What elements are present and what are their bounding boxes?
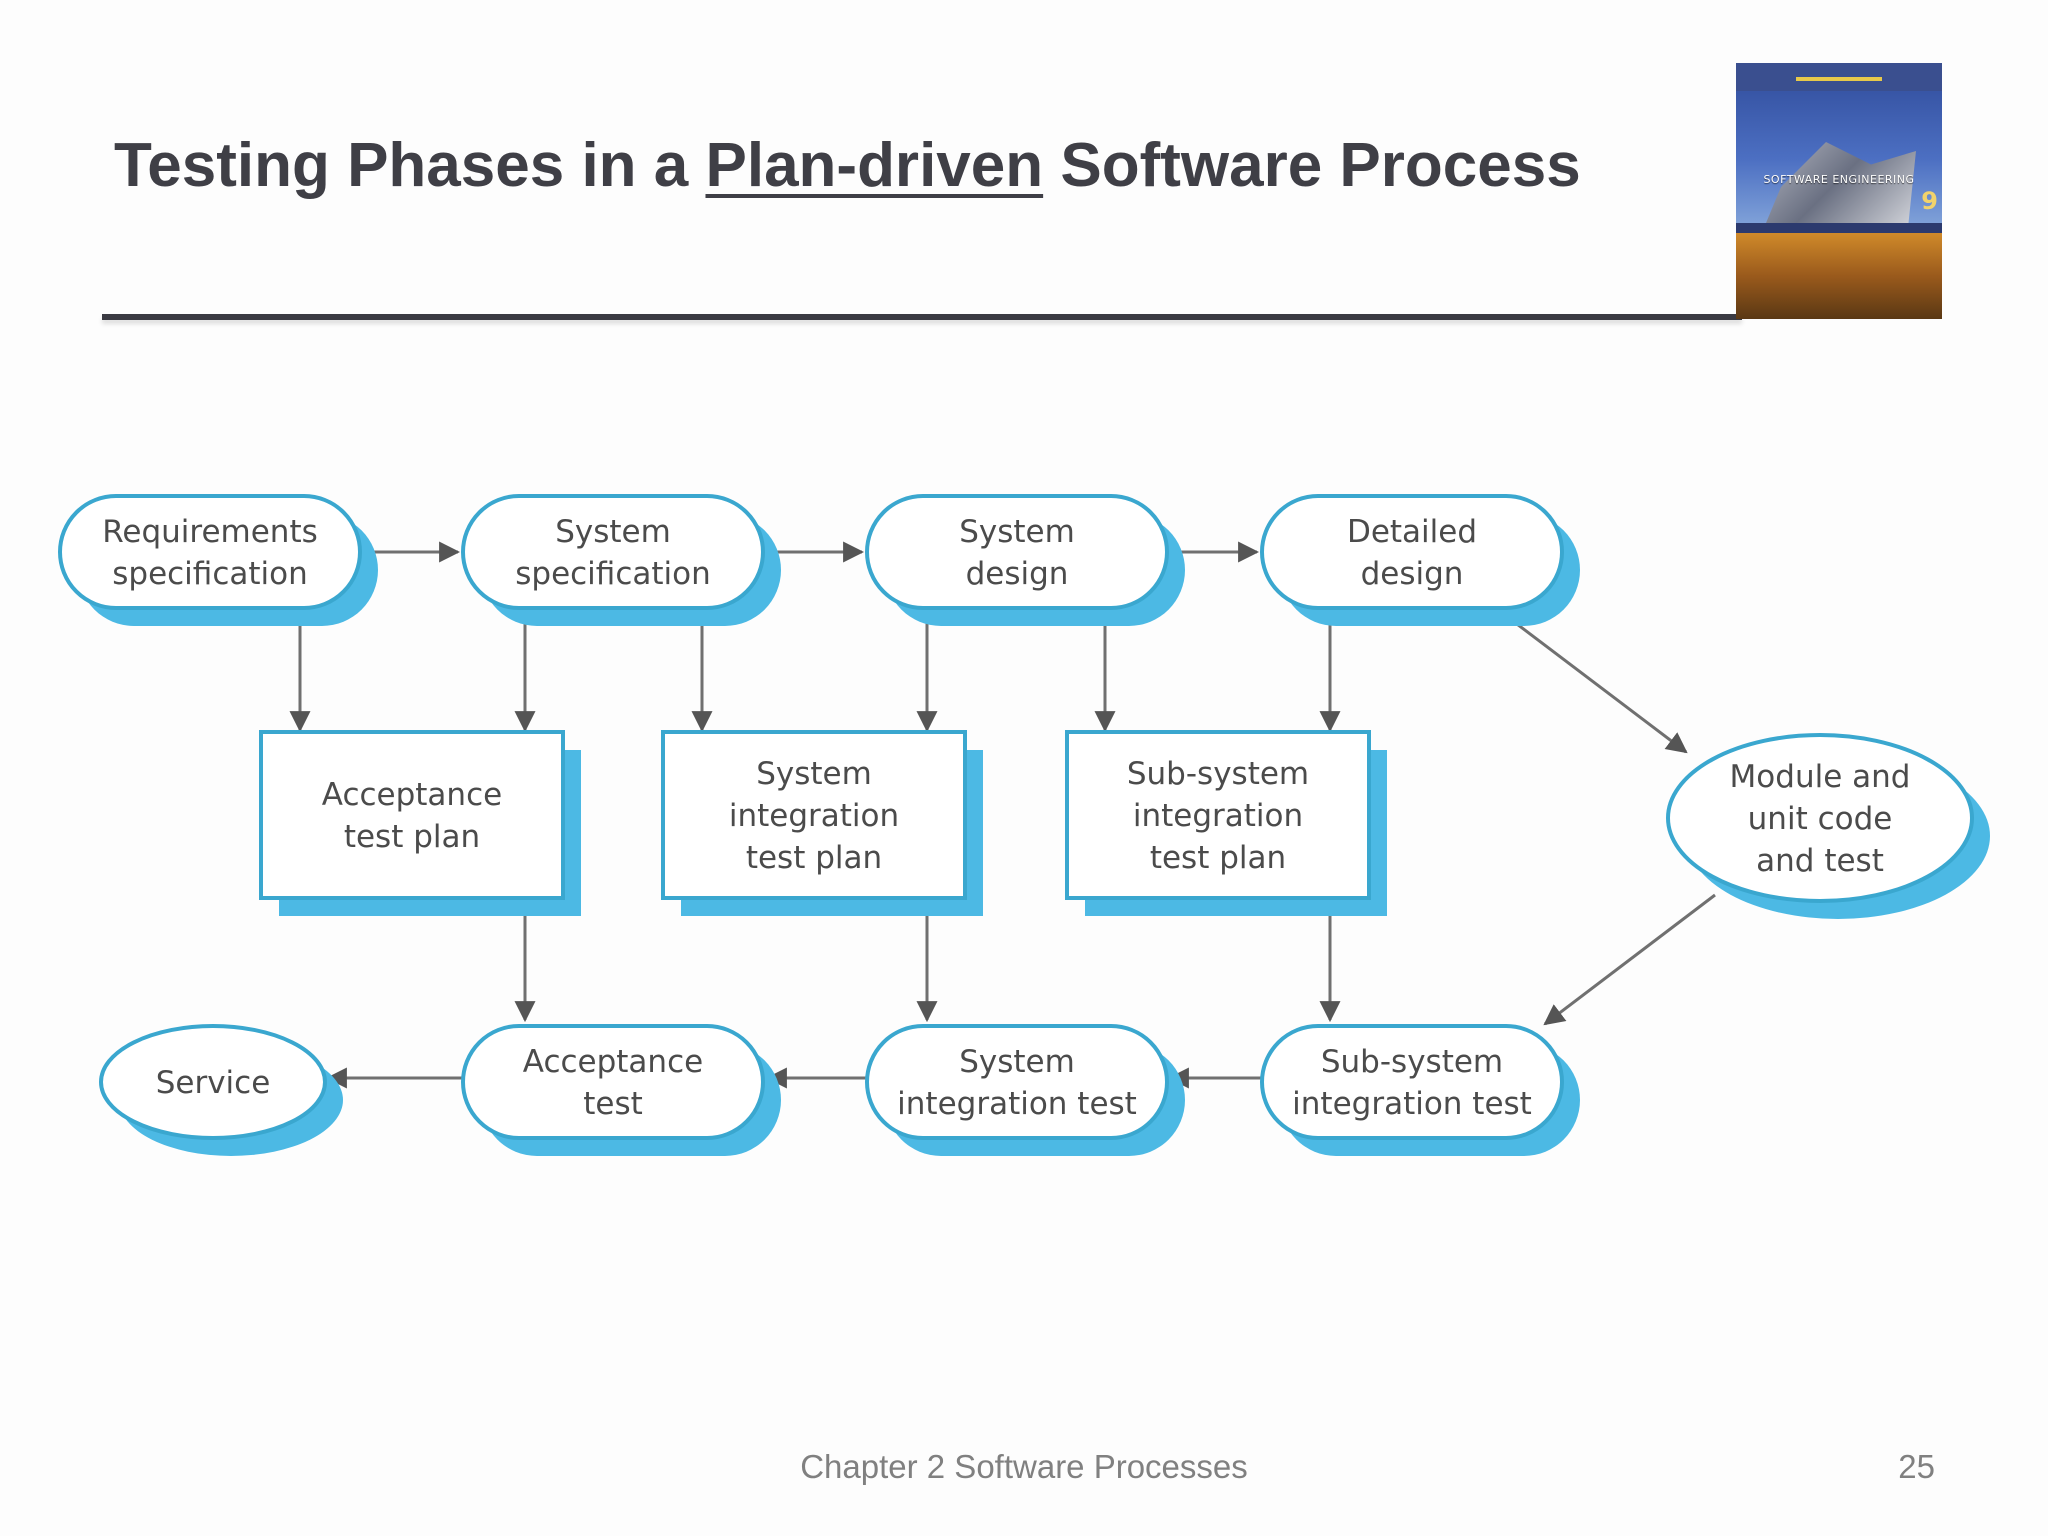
cover-number: 9 [1921,187,1938,215]
node-label: Acceptance [523,1044,703,1080]
node-shape [1260,1024,1564,1140]
node-label: test [583,1086,643,1122]
node-req-spec: Requirements specification [58,494,378,626]
node-label: integration [729,798,899,834]
node-label: Service [156,1065,271,1101]
node-shape [461,1024,765,1140]
node-label: integration test [1292,1086,1532,1122]
node-label: Sub-system [1321,1044,1503,1080]
node-label: System [756,756,872,792]
node-label: and test [1756,843,1884,879]
node-shape [259,730,565,900]
node-label: design [1361,556,1464,592]
node-shape [99,1024,327,1140]
title-rule [102,314,1742,320]
node-sys-int-test-plan: System integration test plan [661,730,983,916]
node-label: System [959,1044,1075,1080]
node-module-unit: Module and unit code and test [1666,733,1990,919]
node-label: Requirements [102,514,318,550]
node-layer: RequirementsspecificationSystemspecifica… [58,494,1990,1156]
node-label: Detailed [1347,514,1477,550]
node-sys-spec: System specification [461,494,781,626]
page-number: 25 [1898,1448,1935,1485]
node-label: specification [112,556,308,592]
node-label: design [966,556,1069,592]
node-label: test plan [1150,840,1286,876]
node-label: test plan [344,819,480,855]
cover-label: SOFTWARE ENGINEERING [1763,173,1915,186]
node-label: System [959,514,1075,550]
node-label: Sub-system [1127,756,1309,792]
cover-ground [1736,233,1942,319]
node-shape [865,1024,1169,1140]
node-shape [865,494,1169,610]
node-subsys-int-test-plan: Sub-system integration test plan [1065,730,1387,916]
title-emphasis: Plan-driven [705,131,1044,200]
title-text-before: Testing Phases in a [114,131,706,200]
title-text-after: Software Process [1043,131,1581,200]
slide-footer: Chapter 2 Software Processes [800,1448,1248,1485]
node-acceptance-test: Acceptance test [461,1024,781,1156]
node-sys-design: System design [865,494,1185,626]
node-label: Module and [1730,759,1911,795]
node-detailed-design: Detailed design [1260,494,1580,626]
node-shape [1666,733,1974,903]
slide-title: Testing Phases in a Plan-driven Software… [114,130,1581,201]
node-sys-int-test: System integration test [865,1024,1185,1156]
node-acceptance-test-plan: Acceptance test plan [259,730,581,916]
node-label: test plan [746,840,882,876]
node-service: Service [99,1024,343,1156]
node-label: specification [515,556,711,592]
node-label: Acceptance [322,777,502,813]
node-subsys-int-test: Sub-system integration test [1260,1024,1580,1156]
node-shape [661,730,967,900]
edge-layer [289,541,1716,1089]
node-label: unit code [1748,801,1893,837]
node-shape [461,494,765,610]
arrow-module-unit-to-subsys-int-test [1543,893,1716,1026]
node-shape [58,494,362,610]
node-shape [1065,730,1371,900]
arrow-detailed-design-to-module-unit [1504,613,1688,754]
node-label: integration test [897,1086,1137,1122]
node-label: System [555,514,671,550]
book-cover-image: SOFTWARE ENGINEERING 9 [1736,63,1942,319]
cover-top-band [1736,63,1942,91]
node-shape [1260,494,1564,610]
node-label: integration [1133,798,1303,834]
